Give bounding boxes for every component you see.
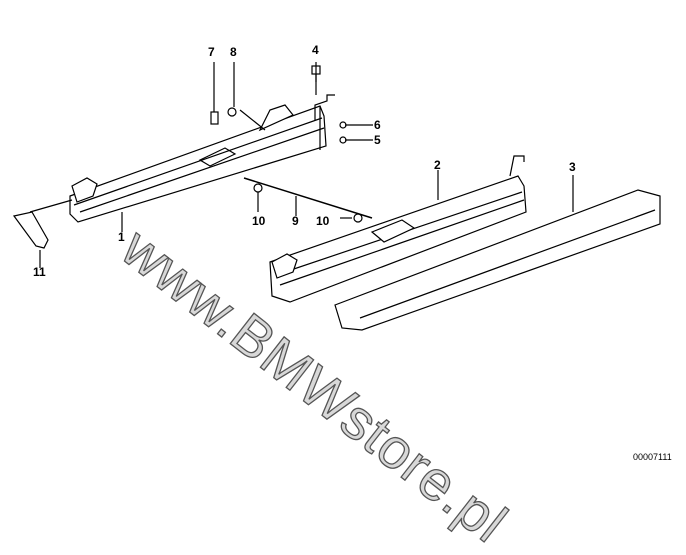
seat-rail-right	[269, 155, 527, 303]
callout-2: 2	[434, 158, 441, 172]
trim-cover	[334, 175, 661, 331]
callout-3: 3	[569, 160, 576, 174]
leader-lines	[39, 196, 297, 268]
callout-7: 7	[208, 45, 215, 59]
callout-11: 11	[33, 265, 46, 279]
parts-diagram	[12, 62, 661, 331]
connecting-rod	[243, 177, 373, 223]
release-handle	[12, 199, 73, 249]
callout-1: 1	[118, 230, 125, 244]
diagram-code: 00007111	[633, 452, 672, 462]
callout-10a: 10	[252, 214, 266, 228]
bolts	[210, 62, 373, 144]
callout-9: 9	[292, 214, 299, 228]
callout-5: 5	[374, 133, 381, 147]
callout-4: 4	[312, 43, 319, 57]
callout-10b: 10	[316, 214, 330, 228]
seat-rail-left	[69, 94, 335, 223]
callout-6: 6	[374, 118, 381, 132]
callout-8: 8	[230, 45, 237, 59]
